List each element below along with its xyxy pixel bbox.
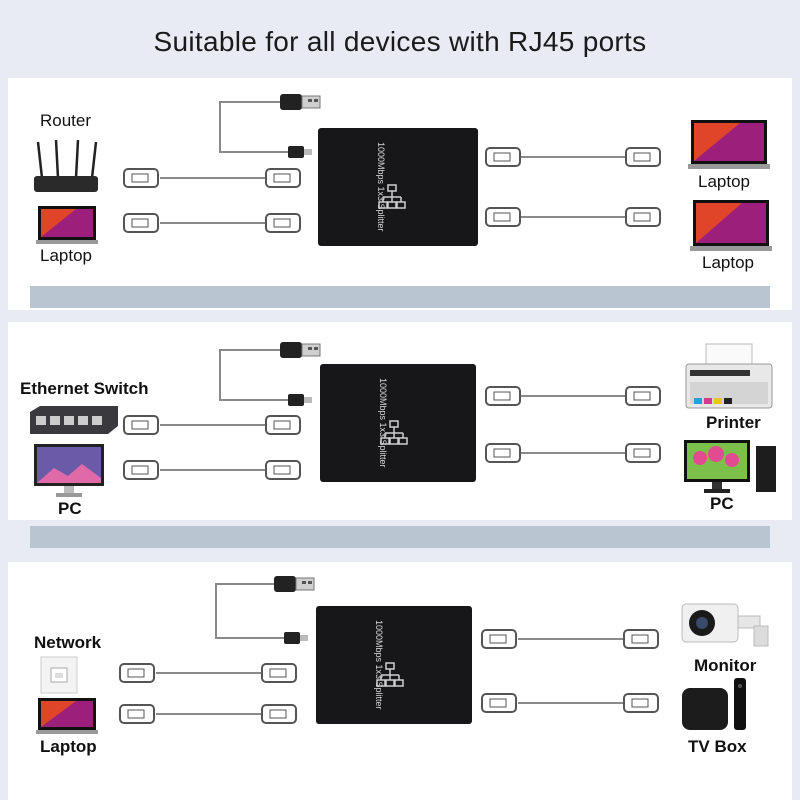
rj45-connector-icon (481, 693, 517, 713)
rj45-connector-icon (265, 415, 301, 435)
label-right-bottom: Laptop (702, 253, 754, 272)
panel-shadow-band (30, 526, 770, 548)
printer-icon (685, 343, 773, 409)
network-symbol-icon (378, 184, 406, 209)
splitter-device-icon: 1000Mbps 1x3 Splitter (316, 606, 472, 724)
network-wall-socket-icon (40, 656, 78, 694)
usb-cable-icon (274, 576, 315, 592)
label-right-bottom: PC (710, 494, 734, 513)
rj45-connector-icon (623, 629, 659, 649)
rj45-connector-icon (485, 147, 521, 167)
rj45-connector-icon (265, 168, 301, 188)
label-right-top: Monitor (694, 656, 757, 675)
label-left-top: Network (34, 633, 102, 652)
rj45-connector-icon (485, 207, 521, 227)
rj45-connector-icon (261, 704, 297, 724)
pc-icon (684, 440, 776, 493)
label-left-bottom: Laptop (40, 737, 97, 756)
rj45-connector-icon (625, 207, 661, 227)
rj45-connector-icon (123, 415, 159, 435)
security-camera-icon (681, 603, 769, 647)
rj45-connector-icon (623, 693, 659, 713)
rj45-connector-icon (485, 443, 521, 463)
splitter-device-icon: 1000Mbps 1x3 Splitter (320, 364, 476, 482)
rj45-connector-icon (119, 704, 155, 724)
label-right-bottom: TV Box (688, 737, 747, 756)
rj45-connector-icon (265, 460, 301, 480)
pc-icon (34, 444, 104, 497)
laptop-icon (36, 698, 98, 734)
rj45-connector-icon (481, 629, 517, 649)
label-left-bottom: Laptop (40, 246, 92, 265)
label-left-top: Router (40, 111, 92, 130)
usb-cable-icon (280, 342, 321, 358)
label-left-bottom: PC (58, 499, 82, 518)
label-left-top: Ethernet Switch (20, 379, 149, 398)
label-right-top: Laptop (698, 172, 750, 191)
ethernet-switch-icon (30, 406, 118, 434)
page-title: Suitable for all devices with RJ45 ports (153, 26, 647, 57)
rj45-connector-icon (123, 168, 159, 188)
panel-shadow-band (30, 286, 770, 308)
tv-box-icon (682, 678, 746, 730)
micro-usb-plug-icon (284, 632, 308, 644)
usb-cable-icon (280, 94, 321, 110)
rj45-connector-icon (261, 663, 297, 683)
label-right-top: Printer (706, 413, 761, 432)
rj45-connector-icon (123, 213, 159, 233)
network-symbol-icon (376, 662, 404, 687)
rj45-connector-icon (485, 386, 521, 406)
router-icon (34, 139, 98, 192)
rj45-connector-icon (625, 386, 661, 406)
micro-usb-plug-icon (288, 394, 312, 406)
rj45-connector-icon (625, 147, 661, 167)
rj45-connector-icon (123, 460, 159, 480)
network-symbol-icon (380, 420, 408, 445)
splitter-device-icon: 1000Mbps 1x3 Splitter (318, 128, 478, 246)
laptop-icon (36, 206, 98, 244)
rj45-connector-icon (625, 443, 661, 463)
laptop-icon (690, 200, 772, 251)
micro-usb-plug-icon (288, 146, 312, 158)
rj45-connector-icon (265, 213, 301, 233)
laptop-icon (688, 120, 770, 169)
rj45-connector-icon (119, 663, 155, 683)
